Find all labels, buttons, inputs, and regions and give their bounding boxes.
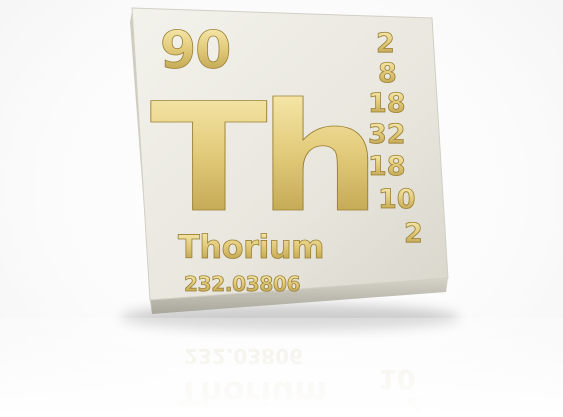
tile-bottom-edge	[150, 278, 448, 314]
electron-shell-6: 10	[378, 184, 416, 215]
tile-face	[131, 7, 449, 301]
element-symbol: Th	[150, 72, 372, 246]
electron-shell-2: 8	[378, 58, 397, 89]
tile-lettering: 90 Th Thorium 232.03806 2 8 18 32 18 10 …	[150, 21, 424, 297]
electron-shell-7: 2	[404, 218, 423, 249]
tile-left-edge	[130, 12, 152, 314]
element-name: Thorium	[178, 228, 324, 266]
atomic-mass: 232.03806	[184, 272, 300, 296]
electron-shell-list: 2 8 18 32 18 10 2	[368, 28, 424, 250]
reflection-fade	[0, 318, 563, 417]
atomic-number: 90	[160, 21, 230, 81]
electron-shell-3: 18	[368, 88, 406, 119]
electron-shell-1: 2	[376, 28, 395, 59]
electron-shell-5: 18	[368, 151, 406, 182]
electron-shell-4: 32	[368, 119, 406, 150]
